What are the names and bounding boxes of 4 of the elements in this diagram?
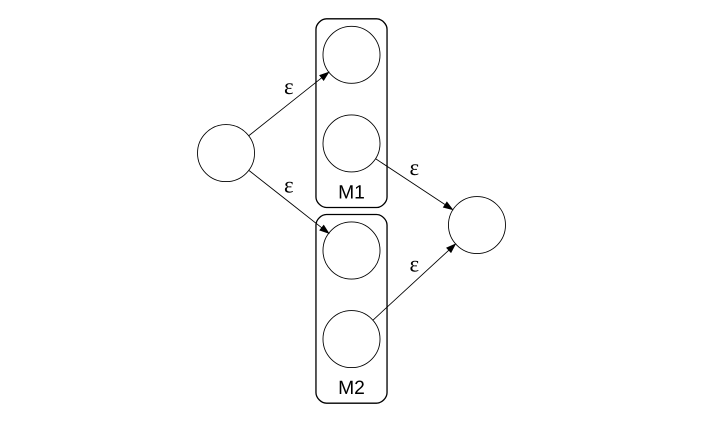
edge-label: ε — [409, 154, 420, 180]
edge-label: ε — [284, 172, 294, 198]
edge-label: ε — [409, 251, 420, 276]
edge-label: ε — [284, 74, 294, 100]
